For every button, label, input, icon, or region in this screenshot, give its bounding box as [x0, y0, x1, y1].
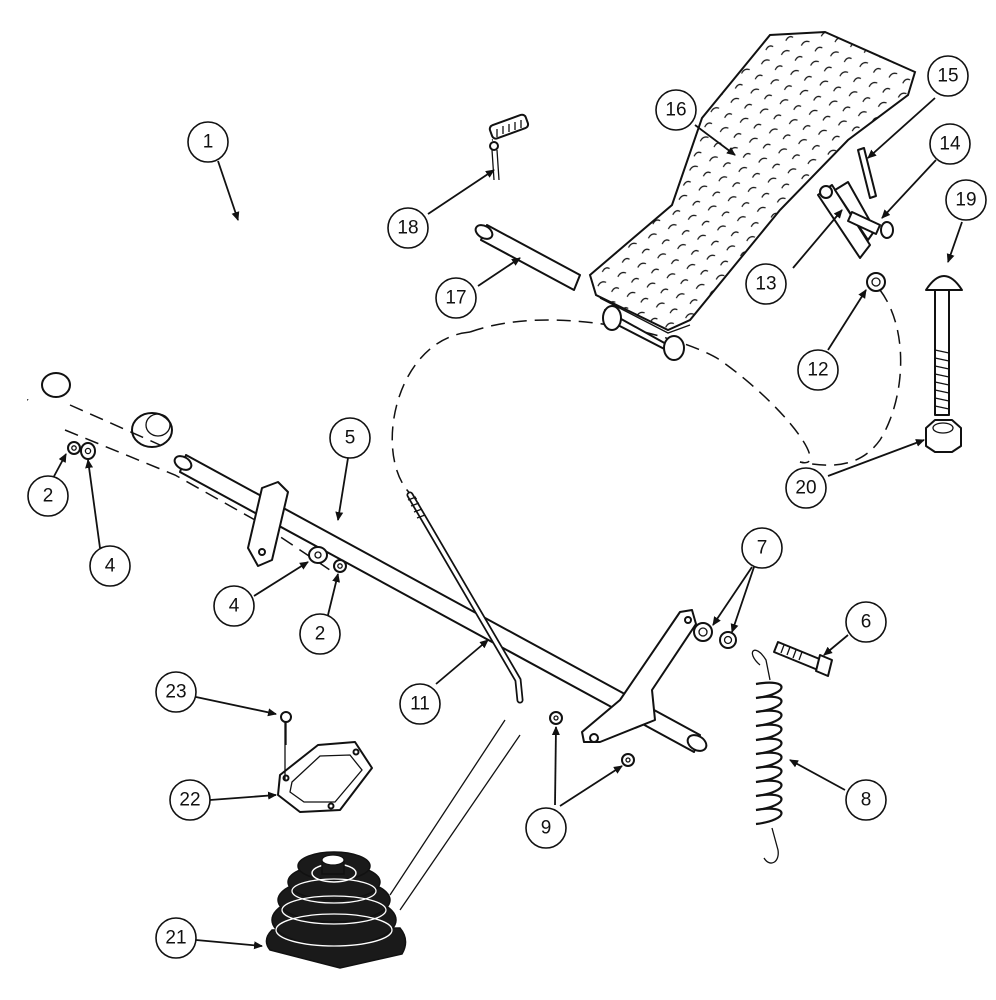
callout-label: 15 [937, 66, 958, 87]
callout-14: 14 [929, 123, 971, 165]
callout-1: 1 [187, 121, 229, 163]
callout-6: 6 [845, 601, 887, 643]
rod-end-bushing [41, 372, 173, 448]
callout-label: 23 [165, 682, 186, 703]
control-rod [27, 113, 530, 425]
callout-label: 4 [229, 596, 240, 617]
callout-label: 8 [861, 790, 872, 811]
callout-11: 11 [399, 683, 441, 725]
callout-label: 18 [397, 218, 418, 239]
callout-label: 9 [541, 818, 552, 839]
link-rod [406, 491, 524, 704]
spring-pin [857, 147, 877, 199]
callout-12: 12 [797, 349, 839, 391]
callout-label: 1 [203, 132, 214, 153]
washers-left [67, 441, 96, 460]
callout-label: 12 [807, 360, 828, 381]
lock-nuts [693, 622, 737, 649]
left-lever-arm [247, 481, 289, 567]
callout-18: 18 [387, 207, 429, 249]
cotter-pin [489, 141, 500, 181]
callout-label: 4 [105, 556, 116, 577]
callout-5: 5 [329, 417, 371, 459]
callout-label: 22 [179, 790, 200, 811]
hex-nut [925, 419, 962, 453]
assembly-line [391, 331, 471, 501]
callout-20: 20 [785, 467, 827, 509]
pedal-pad [588, 30, 917, 361]
callout-label: 2 [43, 486, 54, 507]
hex-bolt [773, 641, 833, 677]
assembly-line [64, 429, 331, 571]
callout-label: 5 [345, 428, 356, 449]
jam-nut [866, 272, 886, 292]
boot-plate [277, 741, 373, 813]
callout-22: 22 [169, 779, 211, 821]
carriage-bolt [925, 275, 963, 416]
callout-label: 11 [410, 694, 430, 715]
callout-label: 16 [665, 100, 686, 121]
assembly-line [69, 404, 161, 446]
callout-label: 17 [445, 288, 466, 309]
callout-label: 20 [795, 478, 816, 499]
nuts-9 [549, 711, 635, 767]
callout-label: 14 [939, 134, 961, 155]
rubber-boot [265, 851, 407, 969]
callout-label: 7 [757, 538, 768, 559]
assembly-line [469, 319, 811, 464]
cross-shaft [173, 454, 708, 753]
callout-7: 7 [741, 527, 783, 569]
callout-23: 23 [155, 671, 197, 713]
guide-line [399, 734, 521, 911]
return-spring [751, 649, 783, 864]
callout-2: 2 [27, 475, 69, 517]
callout-15: 15 [927, 55, 969, 97]
callout-21: 21 [155, 917, 197, 959]
right-lever-arm [581, 609, 697, 743]
callout-17: 17 [435, 277, 477, 319]
callout-label: 13 [755, 274, 776, 295]
guide-line [389, 719, 506, 896]
callout-label: 6 [861, 612, 872, 633]
callout-16: 16 [655, 89, 697, 131]
callout-label: 2 [315, 624, 326, 645]
washers-middle [308, 546, 347, 573]
callout-label: 21 [165, 928, 186, 949]
clevis-pin [847, 211, 894, 239]
callout-9: 9 [525, 807, 567, 849]
pedal-pin [474, 224, 581, 291]
callout-19: 19 [945, 179, 987, 221]
callout-13: 13 [745, 263, 787, 305]
callout-label: 19 [955, 190, 976, 211]
callout-2: 2 [299, 613, 341, 655]
callout-8: 8 [845, 779, 887, 821]
callout-4: 4 [213, 585, 255, 627]
callout-4: 4 [89, 545, 131, 587]
leader-lines [51, 97, 963, 950]
screw [280, 711, 292, 745]
